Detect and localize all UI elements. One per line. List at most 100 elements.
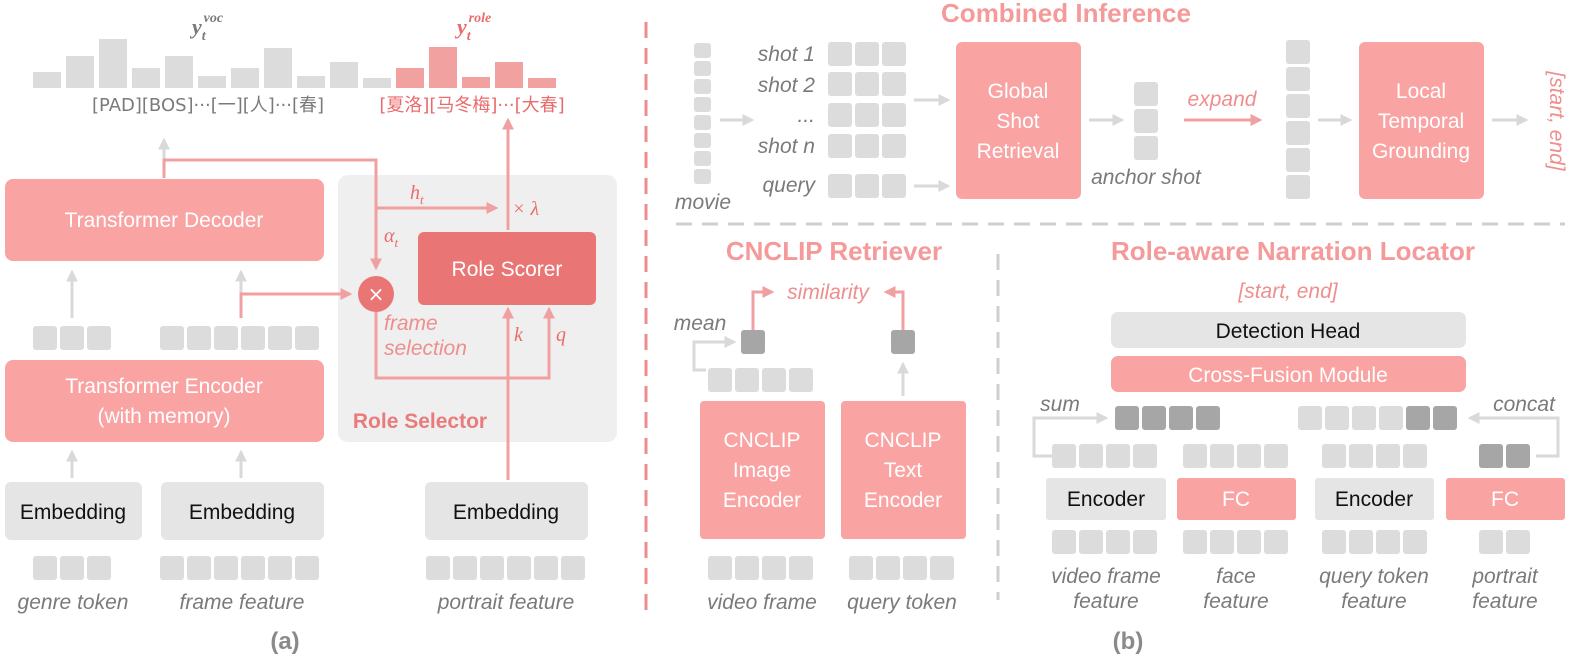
transformer-encoder-box [5,360,324,442]
expand-label: expand [1188,88,1258,111]
cell [1433,406,1457,430]
combined-inference-title: Combined Inference [941,0,1191,28]
cell [694,151,711,166]
cell [855,103,879,127]
transformer-decoder-box [5,179,324,261]
query-token-feature-label-2: feature [1341,590,1406,613]
shot-2-label: shot 2 [758,74,816,97]
query-cells [828,174,906,198]
voc-bar [132,68,160,88]
voc-bar [198,76,226,88]
alpha-path [162,158,382,271]
voc-bar [33,72,61,88]
cell [1264,444,1288,468]
role-scorer-label: Role Scorer [452,258,563,281]
cell [735,556,759,580]
cell [930,556,954,580]
cell [295,556,319,580]
cell [33,556,57,580]
cell [1406,406,1430,430]
cell [1322,530,1346,554]
portrait-feature-label-1: portrait [1471,565,1539,588]
cell [789,556,813,580]
video-frame-cells [708,556,813,580]
portrait-fc-box [1446,478,1565,520]
cell [214,326,238,350]
cell [1052,444,1076,468]
cnclip-image-encoder-box [700,401,825,539]
cell [694,79,711,94]
cell [1506,530,1530,554]
multiply-symbol: × [368,282,385,306]
cell [1376,444,1400,468]
cell [694,133,711,148]
cell [828,72,852,96]
cell [1079,444,1103,468]
cell [1183,444,1207,468]
query-token-label: query token [847,591,957,614]
cell [1134,109,1158,133]
similarity-label: similarity [787,281,870,304]
cell [1134,136,1158,160]
cell [1349,444,1373,468]
cell [855,174,879,198]
cell [849,556,873,580]
cell [1325,406,1349,430]
cell [708,556,732,580]
cell [187,326,211,350]
role-bar [528,78,556,88]
query-label: query [762,174,816,197]
detection-head-label: Detection Head [1216,320,1361,343]
cell [453,556,477,580]
cross-fusion-box [1111,356,1466,392]
cell [268,326,292,350]
cnclip-retriever-title: CNCLIP Retriever [726,236,942,266]
voc-bar [264,48,292,88]
concat-label: concat [1493,393,1556,416]
cell [534,556,558,580]
cell [762,556,786,580]
encoder-output-cells [1052,444,1530,468]
movie-cells [694,43,711,184]
cell [1286,148,1310,172]
panel-a: ytvoc ytrole [PAD][BOS]···[一][人]···[春] [… [5,11,617,655]
cell [694,97,711,112]
cell [507,556,531,580]
voc-bar [99,39,127,88]
cell [160,326,184,350]
voc-bar [165,56,193,88]
text-to-similarity-arrow [883,286,905,330]
cell [60,556,84,580]
role-bar [495,62,523,88]
video-frame-feature-label-1: video frame [1051,565,1161,588]
panel-b: Combined Inference movie shot 1 shot 2 .… [674,0,1568,655]
q-path [374,306,555,380]
portrait-feature-label-2: feature [1472,590,1537,613]
shot-n-label: shot n [758,135,815,158]
shot-ellipsis-label: ... [797,104,815,127]
genre-embedding-box [5,482,142,540]
frame-feature-cells [160,556,319,580]
voc-bar [231,68,259,88]
cell [828,103,852,127]
anchor-shot-label: anchor shot [1091,166,1202,189]
expanded-cells [1286,40,1310,199]
cell [1286,67,1310,91]
cell [1133,530,1157,554]
genre-embedding-label: Embedding [20,501,126,524]
local-temporal-grounding-box [1359,42,1484,199]
cell [762,368,786,392]
face-feature-label-2: feature [1203,590,1268,613]
portrait-feature-label: portrait feature [437,591,575,614]
local-grounding-label-2: Temporal [1378,110,1464,133]
panel-b-label: (b) [1113,628,1144,655]
genre-memory-cells [33,326,111,350]
image-encoder-label-1: CNCLIP [723,429,800,452]
cell [1079,530,1103,554]
cell [1052,530,1076,554]
image-encoder-label-2: Image [733,459,791,482]
cell [1479,530,1503,554]
concat-arrow [1467,412,1560,458]
cell [1376,530,1400,554]
